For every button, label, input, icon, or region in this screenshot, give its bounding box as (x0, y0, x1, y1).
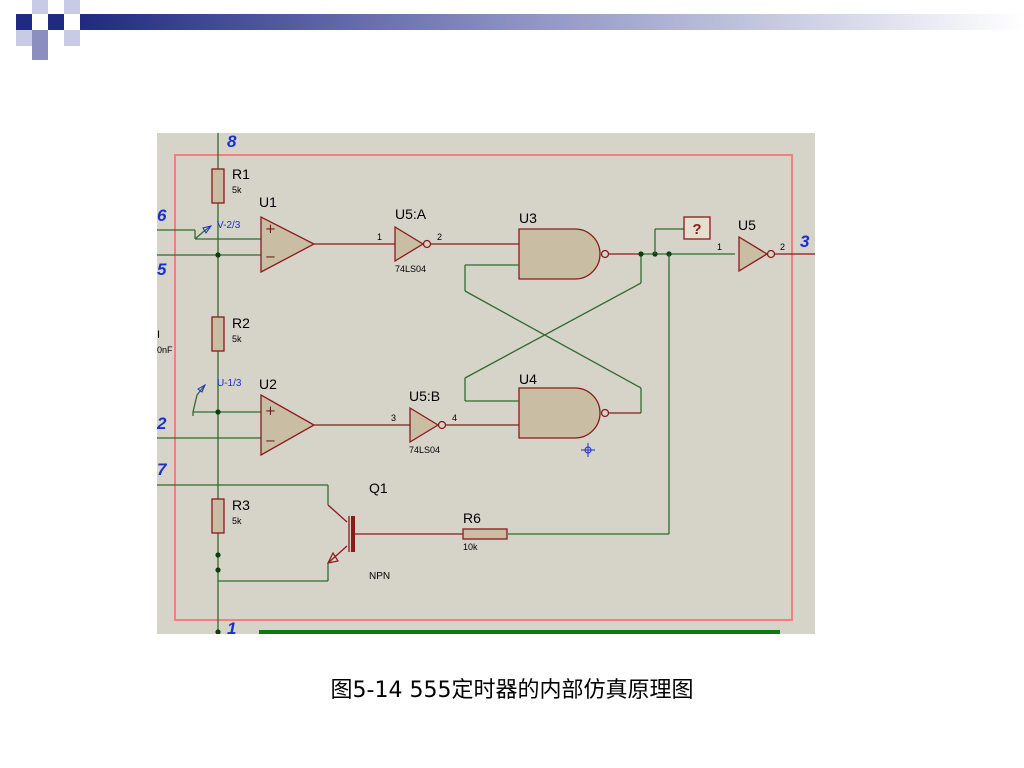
u5b-pin-in: 3 (391, 413, 396, 423)
u2-comparator (260, 393, 316, 457)
r2-resistor (211, 316, 225, 352)
chip-boundary (174, 154, 793, 621)
u5b-pin-out: 4 (452, 413, 457, 423)
u1-minus: − (265, 250, 276, 265)
u4-nand-gate (518, 387, 601, 439)
logic-probe-label: ? (692, 221, 701, 238)
crosshair-marker (581, 443, 595, 457)
u4-ref: U4 (519, 371, 537, 387)
r3-resistor (211, 498, 225, 534)
u1-plus: + (265, 222, 276, 237)
u5a-ref: U5:A (395, 206, 427, 222)
u2-ref: U2 (259, 376, 277, 392)
u5a-pin-out: 2 (437, 232, 442, 242)
pin-5-label: 5 (157, 260, 167, 279)
r3-value: 5k (232, 516, 242, 526)
q1-ref: Q1 (369, 480, 388, 496)
clipped-label-2: 0nF (157, 345, 173, 355)
pin-3-label: 3 (800, 232, 810, 251)
logic-probe (683, 216, 711, 240)
u3-nand-gate (518, 228, 601, 280)
u5b-inverter (409, 406, 440, 444)
u5a-pin-in: 1 (377, 232, 382, 242)
r3-ref: R3 (232, 497, 250, 513)
u1-comparator (260, 215, 316, 274)
u5a-inverter (394, 225, 425, 263)
u2-minus: − (265, 434, 276, 449)
u1-ref: U1 (259, 194, 277, 210)
u5-pin-out: 2 (780, 242, 785, 252)
r1-ref: R1 (232, 166, 250, 182)
pin-8-label: 8 (227, 133, 237, 151)
pin-7-label: 7 (157, 460, 168, 479)
r6-value: 10k (463, 542, 478, 552)
ground-bar (259, 630, 780, 634)
pin-1-label: 1 (227, 619, 236, 634)
r6-ref: R6 (463, 510, 481, 526)
schematic-diagram: R1 5k R2 5k R3 5k V-2/3 U-1/3 I 0nF + − … (157, 133, 815, 634)
r1-resistor (211, 168, 225, 204)
r2-ref: R2 (232, 315, 250, 331)
u5a-part: 74LS04 (395, 264, 426, 274)
slide-header-decoration (16, 0, 1024, 60)
voltage-probe-lower: U-1/3 (217, 378, 242, 389)
u5b-part: 74LS04 (409, 445, 440, 455)
voltage-probe-upper: V-2/3 (217, 220, 241, 231)
u5-ref: U5 (738, 217, 756, 233)
u5-pin-in: 1 (717, 242, 722, 252)
q1-type: NPN (369, 571, 390, 582)
u3-ref: U3 (519, 210, 537, 226)
r2-value: 5k (232, 334, 242, 344)
u2-plus: + (265, 404, 276, 419)
clipped-label-1: I (157, 329, 160, 341)
u5-inverter (738, 235, 769, 273)
r1-value: 5k (232, 185, 242, 195)
pin-2-label: 2 (157, 414, 167, 433)
u5b-ref: U5:B (409, 388, 440, 404)
figure-caption: 图5-14 555定时器的内部仿真原理图 (330, 678, 694, 703)
pin-6-label: 6 (157, 206, 167, 225)
r6-resistor (462, 528, 508, 540)
